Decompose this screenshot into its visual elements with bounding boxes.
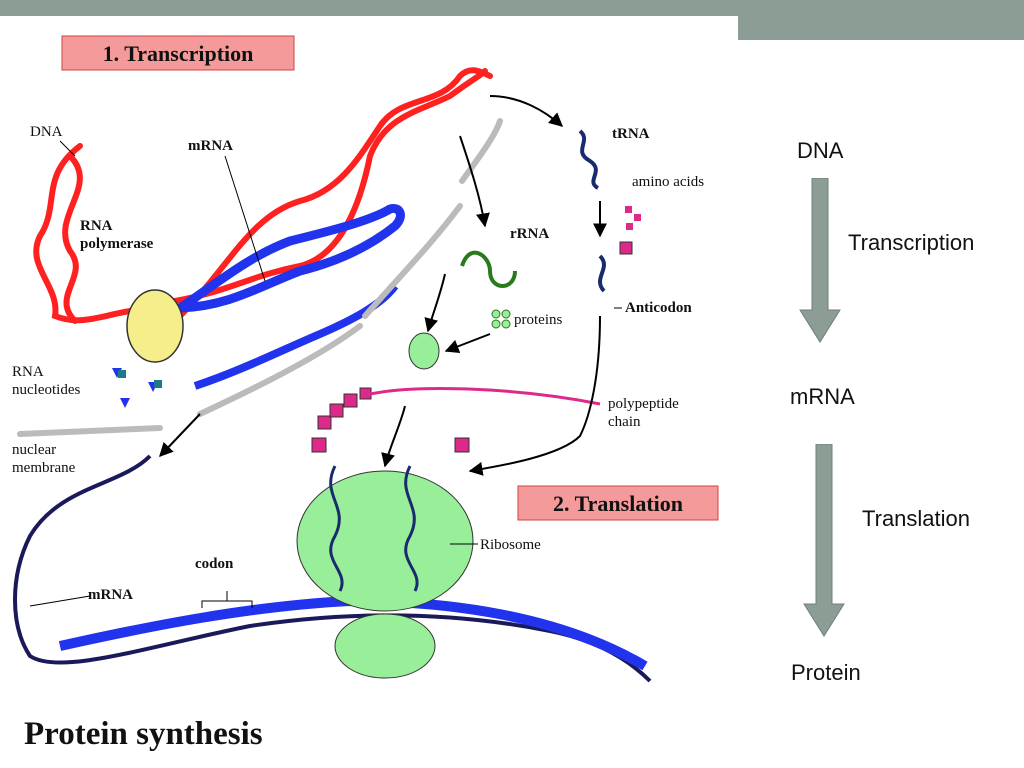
small-ribosome-subunit: [408, 332, 440, 370]
label-mrna-top: mRNA: [188, 138, 233, 154]
rna-nucleotides: [112, 368, 162, 408]
label-rna-polymerase-2: polymerase: [80, 236, 154, 252]
flow-arrow-down-icon: [799, 178, 841, 343]
trna-on-ribosome: [329, 465, 419, 592]
codon-bracket: [201, 591, 253, 608]
protein-synthesis-diagram: 1. Transcription 2. Translation: [12, 35, 719, 752]
label-polypeptide-2: chain: [608, 414, 641, 430]
amino-acids-dots: [625, 206, 641, 230]
label-polypeptide-1: polypeptide: [608, 396, 679, 412]
label-rrna: rRNA: [510, 226, 549, 242]
process-arrows: [159, 95, 607, 476]
amino-acid-on-trna-2: [454, 437, 470, 453]
polypeptide-chain: [317, 387, 372, 430]
proteins-dots: [491, 309, 511, 329]
flow-label-translation: Translation: [862, 506, 971, 531]
nuclear-membrane: [17, 118, 503, 437]
label-codon: codon: [195, 556, 234, 572]
flow-label-protein: Protein: [791, 660, 861, 685]
label-anticodon: Anticodon: [625, 300, 692, 316]
mrna-transcript-top: [177, 204, 405, 390]
polypeptide-chain-line: [369, 387, 601, 406]
label-leader-lines: [29, 140, 622, 607]
label-dna: DNA: [30, 124, 63, 140]
label-trna: tRNA: [612, 126, 650, 142]
label-nuclear-membrane-1: nuclear: [12, 442, 56, 458]
translation-title: 2. Translation: [553, 491, 683, 516]
translation-title-box: [517, 485, 719, 521]
amino-acid-trna-loaded: [619, 241, 633, 255]
diagram-caption: Protein synthesis: [24, 716, 263, 752]
label-rna-nucleotides-2: nucleotides: [12, 382, 80, 398]
label-rna-polymerase-1: RNA: [80, 218, 113, 234]
label-amino-acids: amino acids: [632, 174, 704, 190]
rna-polymerase-blob: [126, 289, 184, 363]
transcription-title: 1. Transcription: [103, 41, 254, 66]
rrna-strand: [460, 250, 517, 288]
side-accent-bar: [738, 16, 1024, 40]
header-accent-bar: [0, 0, 1024, 16]
amino-acid-on-trna-1: [311, 437, 327, 453]
flow-arrow-down-icon: [803, 444, 845, 637]
label-proteins: proteins: [514, 312, 562, 328]
ribosome: [296, 470, 474, 679]
flow-label-mrna: mRNA: [790, 384, 855, 409]
label-mrna-bottom: mRNA: [88, 587, 133, 603]
flow-label-transcription: Transcription: [848, 230, 975, 255]
dna-helix: [33, 67, 493, 324]
flow-label-dna: DNA: [797, 138, 844, 163]
trna-with-anticodon: [598, 254, 606, 293]
label-nuclear-membrane-2: membrane: [12, 460, 76, 476]
trna-top: [578, 129, 600, 190]
label-ribosome: Ribosome: [480, 537, 541, 553]
transcription-title-box: [61, 35, 295, 71]
label-rna-nucleotides-1: RNA: [12, 364, 44, 380]
